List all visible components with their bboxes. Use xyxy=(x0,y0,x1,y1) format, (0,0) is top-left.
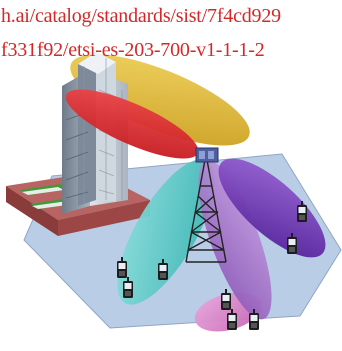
watermark-line-1: h.ai/catalog/standards/sist/7f4cd929 xyxy=(1,5,281,27)
cell-tower-icon xyxy=(185,159,227,263)
watermark-line-2: f331f92/etsi-es-203-700-v1-1-1-2 xyxy=(1,39,265,61)
beam-purple xyxy=(198,160,272,320)
beam-cyan xyxy=(117,159,215,305)
beam-red xyxy=(65,89,199,159)
beam-violet xyxy=(218,158,326,258)
